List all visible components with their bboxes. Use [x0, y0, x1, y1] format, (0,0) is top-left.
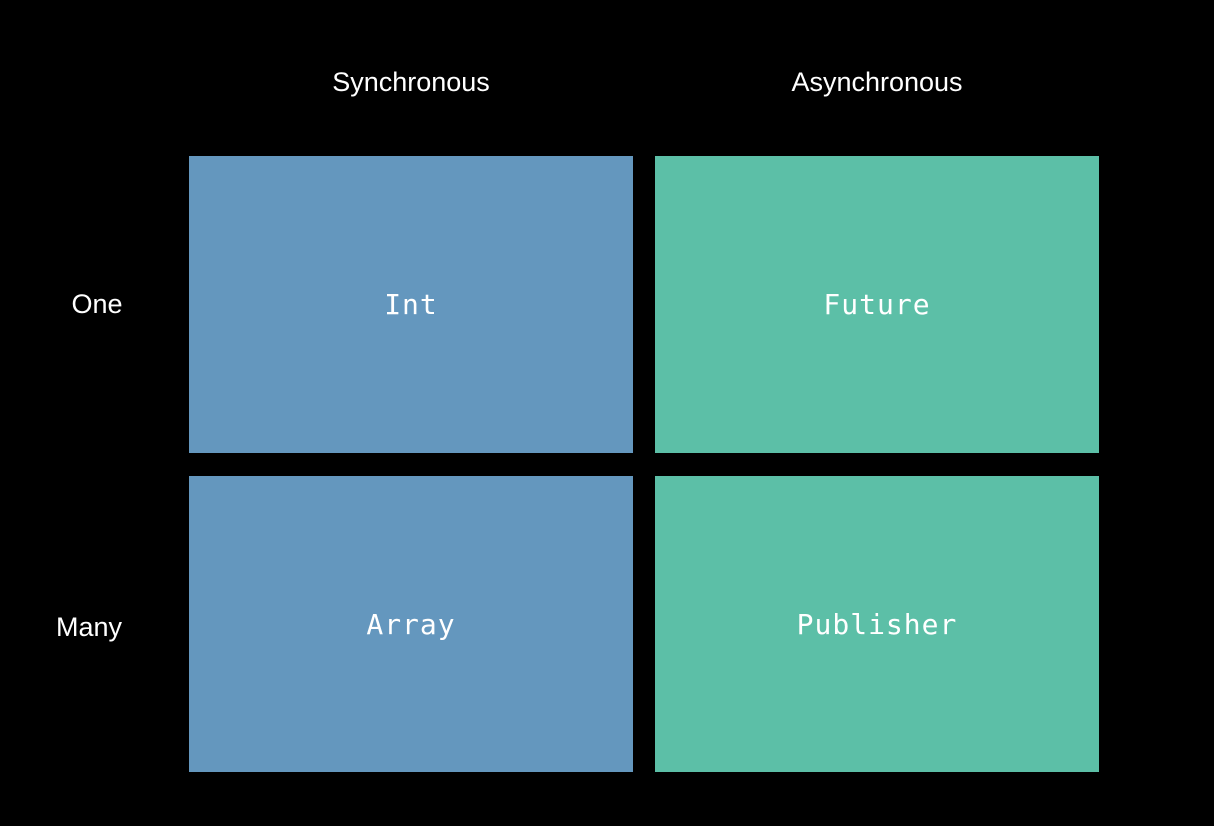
cell-array-label: Array — [366, 607, 456, 641]
cell-future: Future — [655, 156, 1099, 453]
cell-int: Int — [189, 156, 633, 453]
column-header-asynchronous: Asynchronous — [791, 67, 963, 97]
row-header-many: Many — [55, 612, 123, 642]
cell-int-label: Int — [384, 288, 438, 321]
cell-array: Array — [189, 476, 633, 772]
row-header-one: One — [71, 289, 123, 319]
cell-future-label: Future — [823, 288, 931, 321]
cell-publisher-label: Publisher — [796, 607, 958, 641]
cell-publisher: Publisher — [655, 476, 1099, 772]
column-header-synchronous: Synchronous — [332, 67, 490, 97]
